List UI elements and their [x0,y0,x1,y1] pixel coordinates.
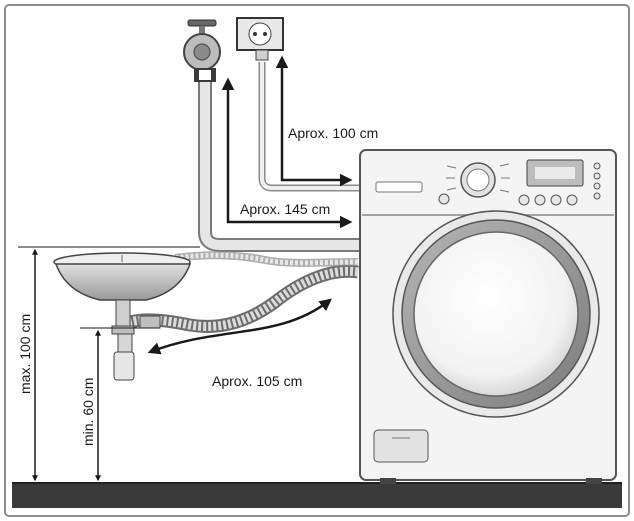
washing-machine-icon [359,149,617,484]
drain-hose-sink [174,251,359,267]
min-height-label: min. 60 cm [80,378,96,446]
sink-icon [53,252,192,301]
inlet-hose-arrow [221,77,353,229]
drain-hose-arrow [147,298,332,355]
min-height-dimension [80,327,160,482]
drain-hose-label: Aprox. 105 cm [212,373,302,389]
floor [12,483,622,508]
inlet-hose [198,75,360,252]
inlet-hose-label: Aprox. 145 cm [240,201,330,217]
max-height-dimension [18,246,200,482]
water-tap-icon [183,19,221,82]
power-socket-icon [236,17,284,51]
power-plug-icon [255,49,269,61]
max-height-label: max. 100 cm [17,314,33,394]
power-cable-label: Aprox. 100 cm [288,125,378,141]
